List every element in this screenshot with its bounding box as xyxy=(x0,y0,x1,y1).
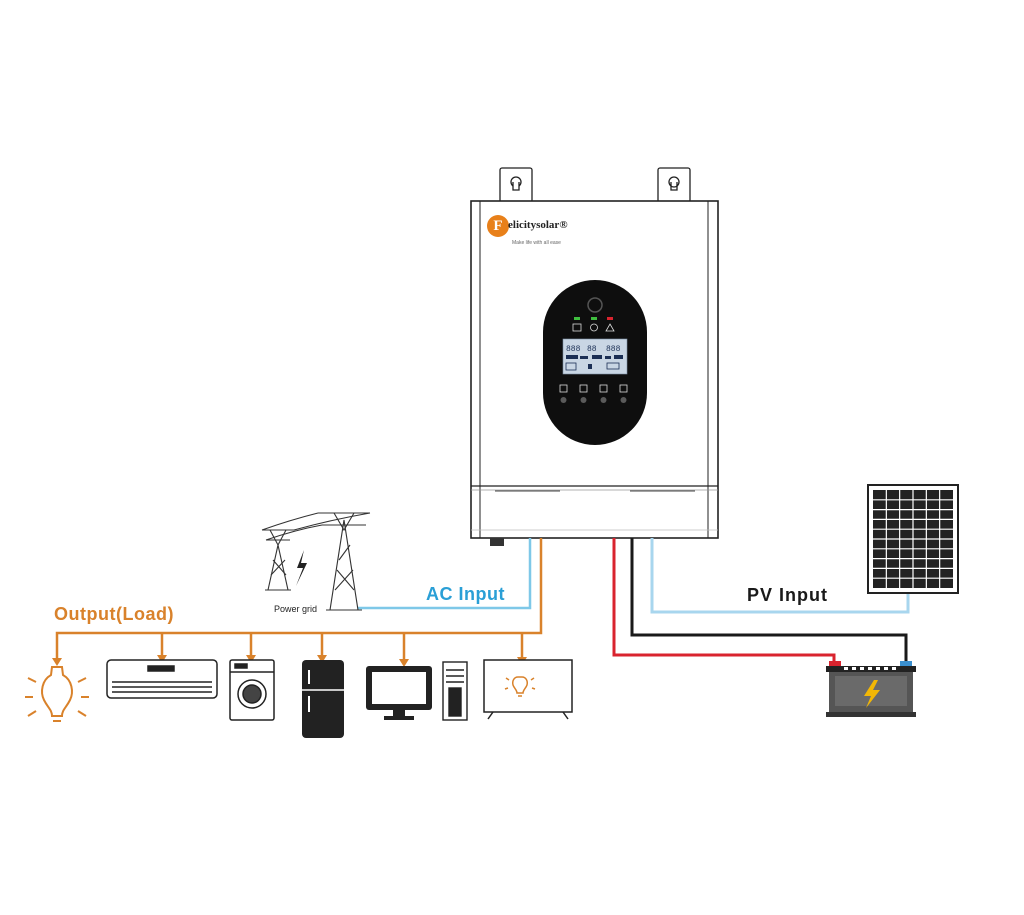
ac-status-icon xyxy=(572,323,582,332)
power-tower-icon xyxy=(261,512,371,611)
battery-bolt-icon xyxy=(864,680,880,708)
ac-input-wire xyxy=(358,538,532,610)
battery-positive-wire xyxy=(612,538,836,662)
led-green-1 xyxy=(574,317,580,320)
lightning-icon xyxy=(296,550,307,586)
tv-icon xyxy=(483,659,573,720)
brand-logo: F elicitysolar® Make life with all ease xyxy=(487,213,607,253)
battery-negative-wire xyxy=(630,538,908,662)
lcd-readout-left: 888 xyxy=(566,345,581,354)
washing-machine-icon xyxy=(229,659,275,721)
battery-icon xyxy=(826,661,916,717)
button-icons xyxy=(559,384,628,393)
pc-tower-icon xyxy=(442,661,468,721)
lcd-screen: 888 88 888 xyxy=(562,338,628,375)
lcd-readout-mid: 88 xyxy=(587,345,597,354)
button-esc[interactable] xyxy=(560,397,567,403)
mounting-bracket-left xyxy=(499,167,533,203)
inverter-status-icon xyxy=(590,323,598,332)
output-load-label: Output(Load) xyxy=(54,604,174,624)
power-grid-label: Power grid xyxy=(274,604,318,614)
monitor-icon xyxy=(366,666,432,720)
control-panel: 888 88 888 xyxy=(543,280,647,445)
mounting-bracket-right xyxy=(657,167,691,203)
brand-tagline: Make life with all ease xyxy=(512,240,561,246)
led-red xyxy=(607,317,613,320)
light-bulb-icon xyxy=(25,666,89,722)
brand-name: elicitysolar® xyxy=(508,219,568,231)
refrigerator-icon xyxy=(302,660,344,738)
warning-icon xyxy=(605,323,615,332)
button-up[interactable] xyxy=(580,397,587,403)
power-logo-icon xyxy=(587,297,603,313)
air-conditioner-icon xyxy=(106,659,218,699)
pv-input-wire xyxy=(650,538,910,614)
pv-input-label: PV Input xyxy=(747,585,828,605)
tv-bulb-icon xyxy=(504,676,536,697)
lcd-readout-right: 888 xyxy=(606,345,621,354)
button-enter[interactable] xyxy=(620,397,627,403)
brand-logo-mark: F xyxy=(487,215,509,237)
inverter-unit: 888 88 888 xyxy=(470,167,719,546)
button-down[interactable] xyxy=(600,397,607,403)
led-green-2 xyxy=(591,317,597,320)
solar-panel-icon xyxy=(867,484,959,594)
ac-input-label: AC Input xyxy=(426,584,505,604)
